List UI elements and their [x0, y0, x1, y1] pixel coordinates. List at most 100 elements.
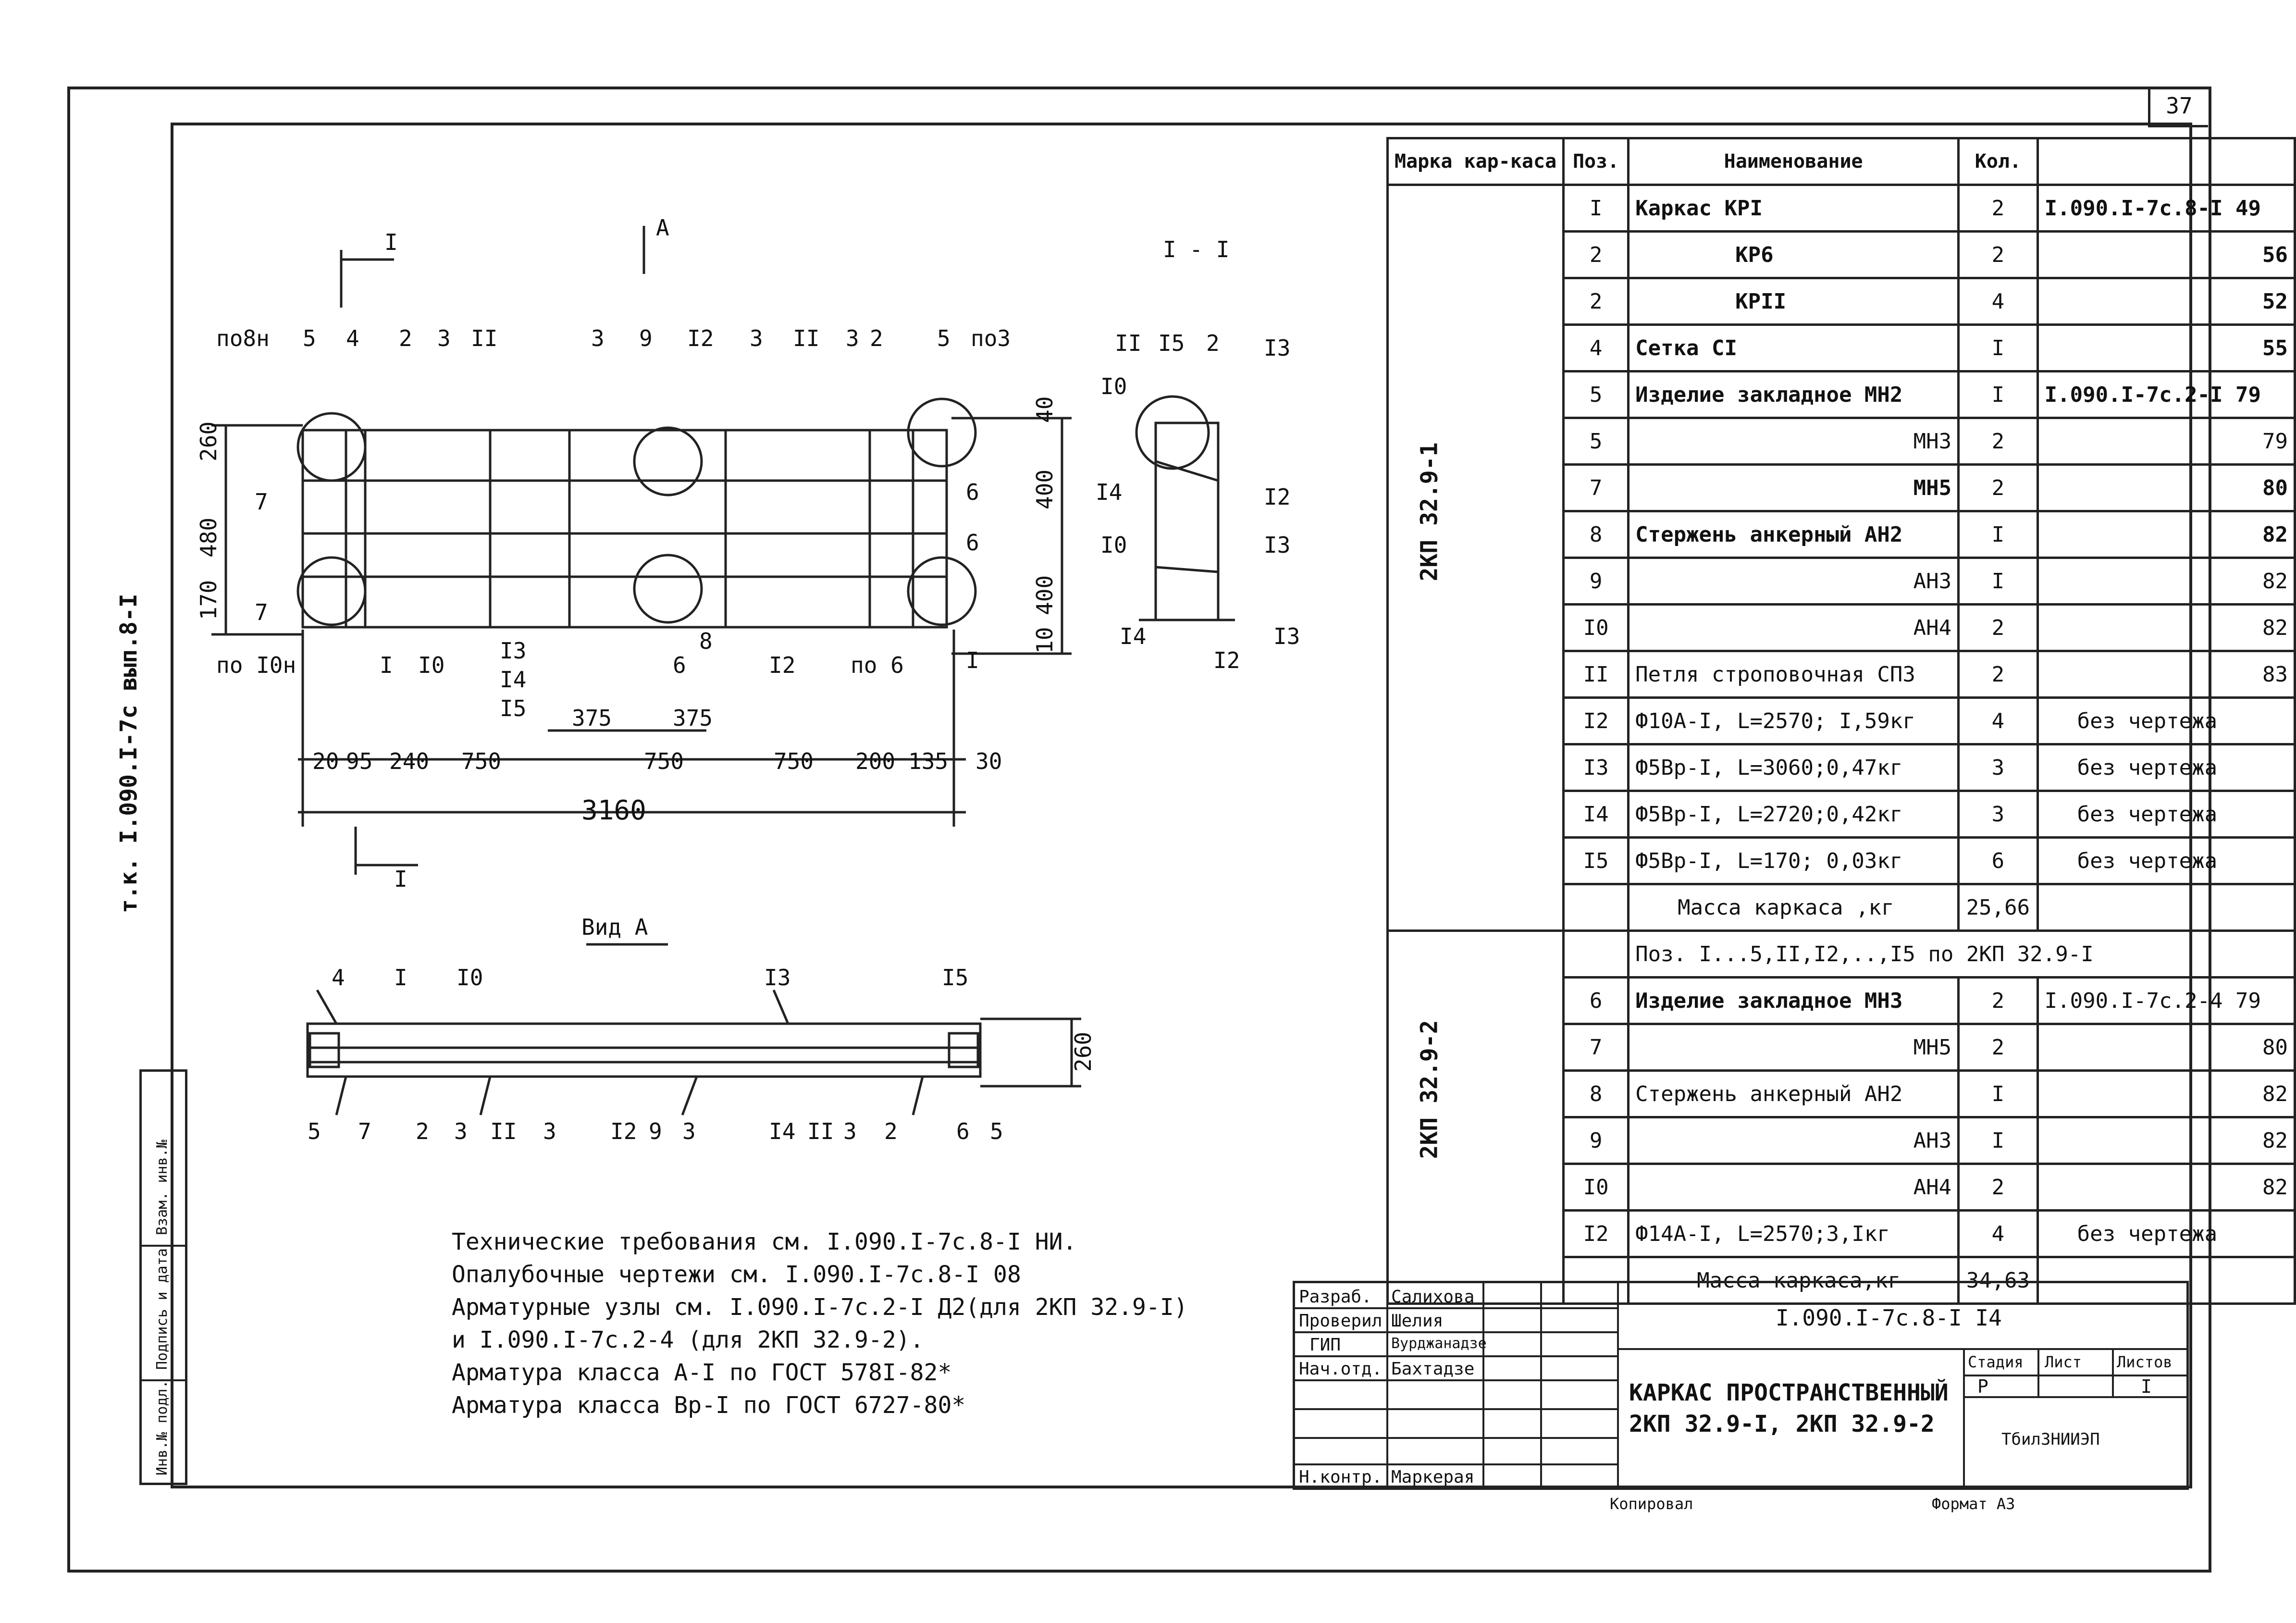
- sec-label: I4: [1096, 479, 1122, 505]
- row-note: 52: [2036, 277, 2296, 326]
- row-pos: 9: [1562, 1116, 1630, 1165]
- title-block: Разраб. Проверил ГИП Нач.отд. Н.контр. С…: [1293, 1281, 2189, 1490]
- dim-label: 10: [1032, 627, 1058, 654]
- top-label: II: [471, 325, 497, 351]
- view-title: Вид А: [581, 914, 648, 940]
- table-row: 2КП 32.9-1 I Каркас КРI 2 I.090.I-7с.8-I…: [1386, 184, 2296, 932]
- row-note: I.090.I-7с.2-I 79: [2036, 370, 2296, 419]
- top-label: 3: [591, 325, 605, 351]
- row-pos: 7: [1562, 463, 1630, 512]
- dim-label: 20: [312, 748, 339, 774]
- role-norm-control: Н.контр.: [1299, 1467, 1383, 1487]
- group2-mark: 2КП 32.9-2: [1416, 1020, 1443, 1159]
- note-line: и I.090.I-7с.2-4 (для 2КП 32.9-2).: [452, 1326, 924, 1353]
- group1-mark-cell: 2КП 32.9-1: [1386, 184, 1565, 932]
- row-qty: 2: [1957, 603, 2039, 652]
- dim-label: 480: [196, 518, 222, 558]
- row-note: без чертежа: [2036, 743, 2296, 792]
- group2-mark-cell: 2КП 32.9-2: [1386, 929, 1565, 1305]
- name-developer: Салихова: [1391, 1287, 1475, 1307]
- row-pos: 6: [1562, 976, 1630, 1025]
- note-line: Арматура класса Вр-I по ГОСТ 6727-80*: [452, 1392, 966, 1419]
- row-name: МН5: [1627, 1023, 1960, 1072]
- organization: ТбилЗНИИЭП: [2001, 1430, 2100, 1449]
- row-name: Ф5Вр-I, L=2720;0,42кг: [1627, 790, 1960, 839]
- row-pos: [1562, 883, 1630, 932]
- row-note: 82: [2036, 1163, 2296, 1212]
- note-line: Арматура класса А-I по ГОСТ 578I-82*: [452, 1359, 952, 1386]
- sec-label: I3: [1264, 532, 1290, 558]
- row-pos: I2: [1562, 1209, 1630, 1258]
- role-checker: Проверил: [1299, 1311, 1383, 1331]
- row-note: 82: [2036, 1116, 2296, 1165]
- row-note: 82: [2036, 1069, 2296, 1118]
- header-mark: Марка кар-каса: [1386, 137, 1565, 186]
- sec-label: 2: [1206, 330, 1220, 356]
- dim-label: 135: [908, 748, 948, 774]
- row-qty: 2: [1957, 1023, 2039, 1072]
- row-name: Каркас КРI: [1627, 184, 1960, 233]
- dim-label: 400: [1032, 470, 1058, 509]
- sec-label: I4: [1120, 623, 1146, 649]
- top-label: 3: [846, 325, 859, 351]
- top-label: II: [793, 325, 819, 351]
- row-pos: 2: [1562, 277, 1630, 326]
- sheet-label: Лист: [2045, 1353, 2082, 1371]
- mid-label: I5: [500, 695, 526, 721]
- row-qty: I: [1957, 1069, 2039, 1118]
- view-label: I3: [764, 965, 790, 991]
- group1-mark: 2КП 32.9-1: [1416, 442, 1443, 582]
- mid-label: I: [380, 652, 393, 678]
- view-label: 3: [843, 1118, 857, 1144]
- header-qty: Кол.: [1957, 137, 2039, 186]
- technical-notes: Технические требования см. I.090.I-7с.8-…: [452, 1226, 1188, 1422]
- drawing-title-line2: 2КП 32.9-I, 2КП 32.9-2: [1629, 1411, 1935, 1437]
- row-note: без чертежа: [2036, 836, 2296, 885]
- view-label: 4: [332, 965, 345, 991]
- row-name: Изделие закладное МН3: [1627, 976, 1960, 1025]
- dim-label: 200: [855, 748, 895, 774]
- row-name: Ф14А-I, L=2570;3,Iкг: [1627, 1209, 1960, 1258]
- group2-reference: Поз. I...5,II,I2,..,I5 по 2КП 32.9-I: [1627, 929, 2296, 979]
- top-label: 4: [346, 325, 359, 351]
- row-pos: 8: [1562, 510, 1630, 559]
- note-line: Технические требования см. I.090.I-7с.8-…: [452, 1228, 1077, 1255]
- row-pos: 5: [1562, 417, 1630, 466]
- sec-label: I3: [1264, 335, 1290, 361]
- row-note: 82: [2036, 603, 2296, 652]
- row-qty: 2: [1957, 650, 2039, 699]
- copied-label: Копировал: [1610, 1495, 1693, 1513]
- top-label: 3: [437, 325, 451, 351]
- row-note: 82: [2036, 557, 2296, 606]
- name-checker: Шелия: [1391, 1311, 1444, 1331]
- dim-label: 95: [346, 748, 372, 774]
- note-line: Опалубочные чертежи см. I.090.I-7с.8-I 0…: [452, 1261, 1021, 1288]
- view-label: II: [807, 1118, 834, 1144]
- row-qty: 2: [1957, 463, 2039, 512]
- row-pos: I3: [1562, 743, 1630, 792]
- row-qty: 2: [1957, 417, 2039, 466]
- dim-label: 750: [644, 748, 684, 774]
- row-note: 80: [2036, 463, 2296, 512]
- drawing-title-line1: КАРКАС ПРОСТРАНСТВЕННЫЙ: [1629, 1379, 1949, 1406]
- row-pos: 2: [1562, 230, 1630, 279]
- row-name: АН3: [1627, 557, 1960, 606]
- top-label: 5: [303, 325, 316, 351]
- mid-label: I4: [500, 667, 526, 693]
- view-label: 9: [649, 1118, 662, 1144]
- section-mark-top: I: [384, 229, 398, 255]
- row-note: [2036, 883, 2296, 932]
- top-label: 2: [870, 325, 883, 351]
- row-qty: I: [1957, 1116, 2039, 1165]
- section-title: I - I: [1163, 236, 1229, 262]
- row-pos: I0: [1562, 603, 1630, 652]
